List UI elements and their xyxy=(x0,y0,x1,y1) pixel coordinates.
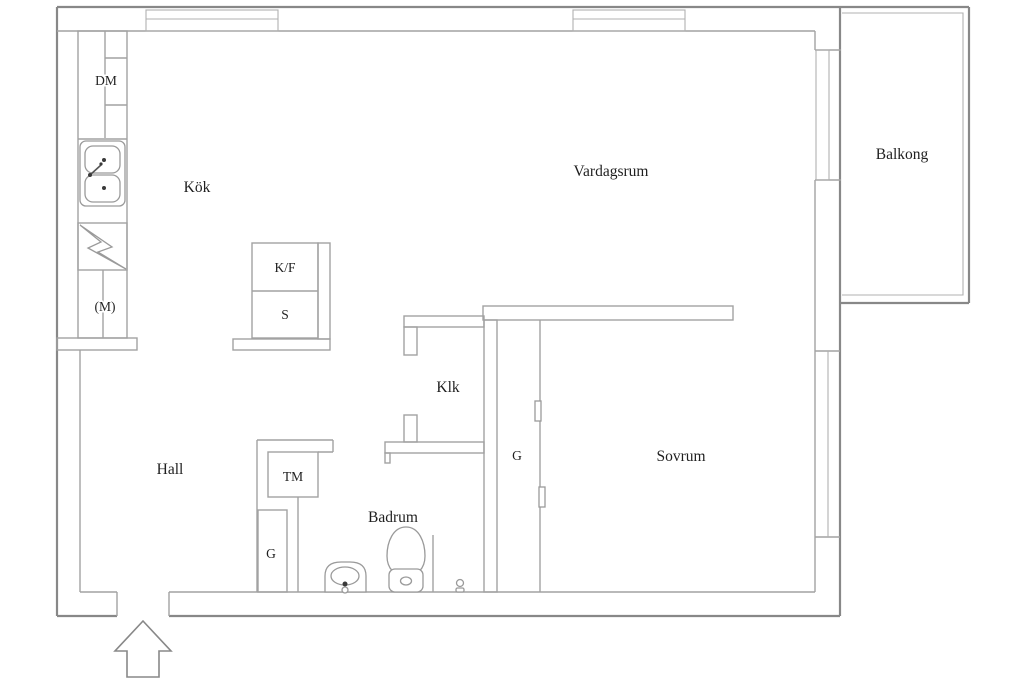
label-fridge-freezer: K/F xyxy=(274,260,296,275)
closet-walls xyxy=(384,305,734,593)
label-bedroom-wardrobe: G xyxy=(512,448,522,463)
label-dishwasher: DM xyxy=(95,73,117,88)
hall-walls xyxy=(256,439,334,592)
bathroom-sink-icon xyxy=(324,561,367,594)
label-pantry: S xyxy=(281,307,289,322)
washing-machine-icon xyxy=(267,451,319,498)
room-label-hall: Hall xyxy=(157,461,184,478)
outer-walls xyxy=(55,5,971,618)
hall-wardrobe-box xyxy=(257,509,288,593)
room-label-kitchen: Kök xyxy=(184,179,211,196)
kitchen-sink-icon xyxy=(79,140,126,207)
stove-icon xyxy=(77,222,128,271)
labels: Kök Vardagsrum Balkong Hall Sovrum Badru… xyxy=(93,72,930,563)
room-label-balcony: Balkong xyxy=(876,146,929,163)
room-label-closet: Klk xyxy=(436,379,460,396)
toilet-icon xyxy=(386,526,426,593)
room-label-bathroom: Badrum xyxy=(368,509,418,526)
fridge-freezer-unit xyxy=(232,242,331,351)
window-living-room xyxy=(572,9,686,32)
room-label-bedroom: Sovrum xyxy=(656,448,705,465)
label-microwave: (M) xyxy=(95,299,116,314)
inner-walls xyxy=(57,30,816,616)
window-kitchen xyxy=(145,9,279,32)
balcony-floor xyxy=(842,12,964,296)
label-hall-wardrobe: G xyxy=(266,546,276,561)
room-label-living-room: Vardagsrum xyxy=(574,163,649,180)
label-washing-machine: TM xyxy=(283,469,303,484)
floor-drain-icon xyxy=(455,578,465,593)
window-bedroom xyxy=(815,350,840,538)
balcony-door xyxy=(815,49,841,181)
entrance-arrow-icon xyxy=(113,619,173,678)
sliding-door xyxy=(534,320,546,592)
